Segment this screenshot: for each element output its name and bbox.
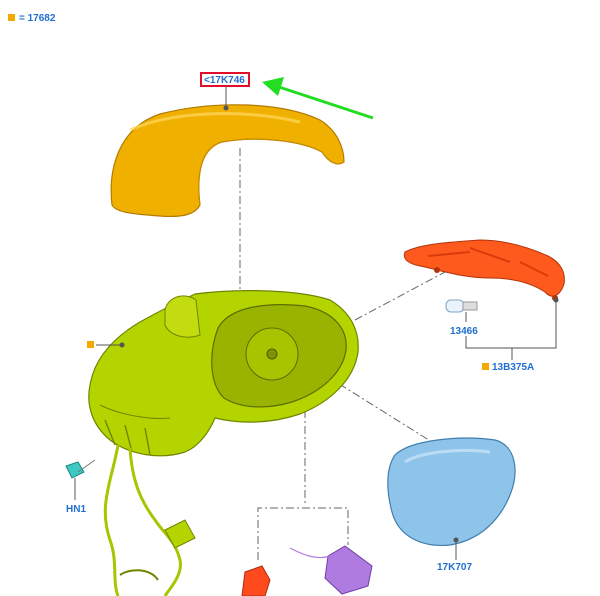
legend-label: = 17682: [19, 13, 56, 24]
centerline-lamp: [354, 271, 446, 321]
lamp-assembly-part: [403, 239, 565, 301]
callout-bulb-label[interactable]: 13466: [450, 326, 478, 337]
housing-marker-square: [87, 341, 94, 348]
callout-mirror-cap[interactable]: <17K746: [200, 72, 250, 87]
leader-lines: [74, 86, 559, 560]
mirror-housing-part: [88, 290, 359, 596]
centerline-bracket: [257, 507, 349, 560]
mirror-glass-part: [387, 437, 516, 547]
legend: = 17682: [8, 13, 56, 24]
callout-connector-label[interactable]: HN1: [66, 504, 86, 515]
leader-lamp-bracket: [465, 300, 557, 349]
legend-swatch: [8, 14, 15, 21]
bottom-clips: [241, 545, 373, 596]
connector-part: [65, 459, 96, 479]
callout-lamp-assembly-label[interactable]: 13B375A: [492, 362, 534, 373]
callout-mirror-cap-label[interactable]: <17K746: [204, 75, 245, 86]
green-arrow-annotation: [262, 77, 374, 120]
lamp-marker-square: [482, 363, 489, 370]
callout-highlight-box: [200, 72, 250, 87]
callout-lamp-assembly[interactable]: 13B375A: [482, 362, 534, 373]
bulb-part: [445, 299, 478, 313]
callout-mirror-glass-label[interactable]: 17K707: [437, 562, 472, 573]
mirror-cap-part: [110, 104, 345, 218]
